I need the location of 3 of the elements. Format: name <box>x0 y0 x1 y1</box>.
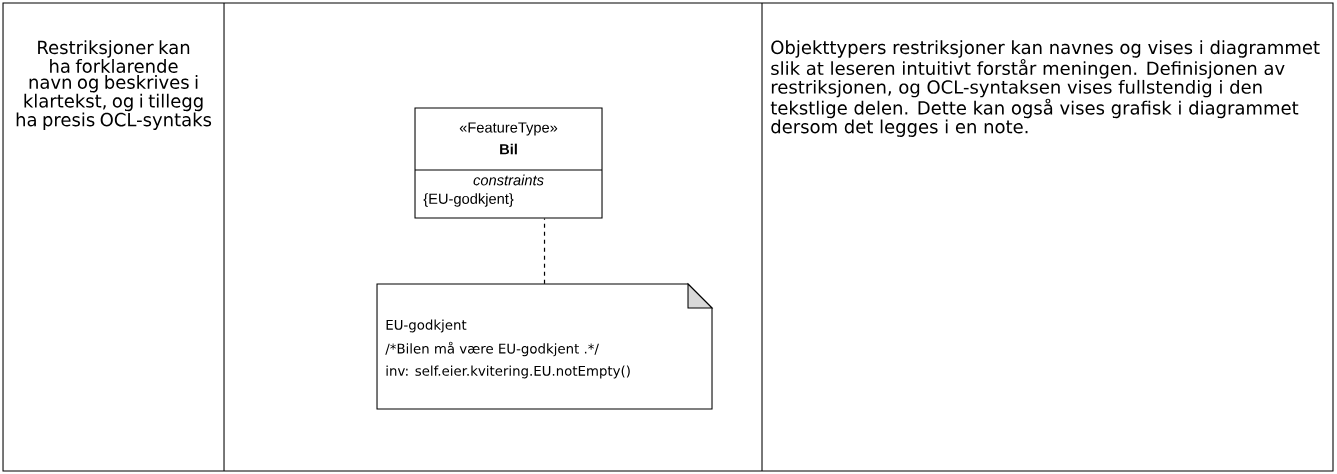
paragraph: Objekttypers restriksjoner kan navnes og vises i diagrammet slik at leseren intuitivt forstår meningen. Definisjonen av restriksjonen, og OCL-syntaksen vises fullstendig i den tekstlige delen. Dette kan også vises grafisk i diagrammet dersom det legges i en note. <box>770 40 1320 137</box>
paragraph: Restriksjoner kan ha forklarende navn og beskrives i klartekst, og i tillegg ha presis OCL-syntaks <box>16 40 212 130</box>
class-box: «FeatureType» Bil constraints {EU-godkjent} <box>414 107 603 219</box>
